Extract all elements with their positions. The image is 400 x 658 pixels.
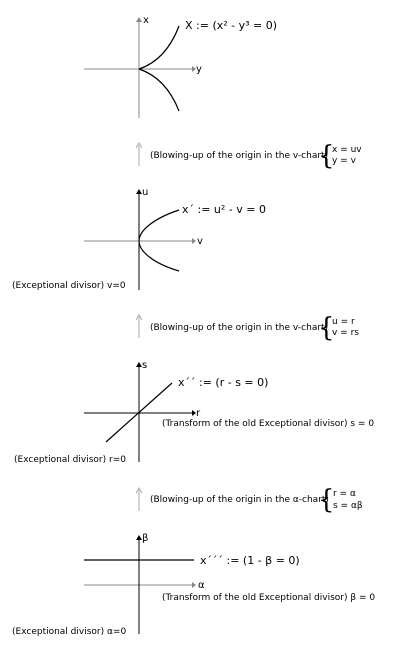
step-2-label: (Blowing-up of the origin in the v-chart… <box>150 323 328 333</box>
cusp-equation: X := (x² - y³ = 0) <box>185 19 277 32</box>
step-3-subst-1: r = α <box>333 489 356 499</box>
r-axis-label: r <box>196 408 201 419</box>
transform-note-s: (Transform of the old Exceptional diviso… <box>162 419 374 429</box>
u-axis-label: u <box>142 187 148 198</box>
step-arrow-3-head <box>135 487 143 494</box>
horizontal-equation: x´´´ := (1 - β = 0) <box>200 554 300 567</box>
step-arrow-1-head <box>135 142 143 149</box>
x-axis-label: x <box>143 15 149 26</box>
panel-cusp: x y X := (x² - y³ = 0) <box>84 15 277 118</box>
v-axis-arrowhead <box>192 238 196 244</box>
line-equation: x´´ := (r - s = 0) <box>178 376 268 389</box>
blowup-step-2: (Blowing-up of the origin in the v-chart… <box>135 313 359 343</box>
s-axis-arrowhead <box>136 362 142 367</box>
s-axis-label: s <box>142 360 147 371</box>
panel-parabola: u v x´ := u² - v = 0 (Exceptional diviso… <box>12 187 266 291</box>
step-2-brace: { <box>318 313 335 343</box>
step-3-brace: { <box>318 485 335 515</box>
parabola-equation: x´ := u² - v = 0 <box>182 203 266 216</box>
step-1-label: (Blowing-up of the origin in the v-chart… <box>150 151 328 161</box>
x-axis-arrowhead <box>136 17 142 22</box>
r-axis-arrowhead <box>192 410 196 416</box>
step-1-subst-2: y = v <box>332 156 357 166</box>
step-1-brace: { <box>318 141 335 171</box>
alpha-axis-label: α <box>198 580 205 591</box>
step-arrow-2-head <box>135 314 143 321</box>
step-3-label: (Blowing-up of the origin in the α-chart… <box>150 495 329 505</box>
beta-axis-arrowhead <box>136 535 142 540</box>
alpha-axis-arrowhead <box>192 582 196 588</box>
v-axis-label: v <box>197 236 203 247</box>
parabola-curve <box>138 209 180 272</box>
panel-line: s r x´´ := (r - s = 0) (Transform of the… <box>14 360 374 465</box>
y-axis-arrowhead <box>192 66 196 72</box>
step-3-subst-2: s = αβ <box>333 501 363 511</box>
cusp-curve-lower <box>138 68 180 112</box>
blowup-step-1: (Blowing-up of the origin in the v-chart… <box>135 141 362 171</box>
exceptional-divisor-alpha: (Exceptional divisor) α=0 <box>12 627 126 637</box>
step-1-subst-1: x = uv <box>332 145 362 155</box>
y-axis-label: y <box>196 64 202 75</box>
blowup-step-3: (Blowing-up of the origin in the α-chart… <box>135 485 363 515</box>
exceptional-divisor-r: (Exceptional divisor) r=0 <box>14 455 126 465</box>
beta-axis-label: β <box>142 533 148 544</box>
strict-transform-line <box>105 382 173 443</box>
exceptional-divisor-label: (Exceptional divisor) v=0 <box>12 281 126 291</box>
cusp-curve-upper <box>138 25 180 70</box>
step-2-subst-1: u = r <box>332 317 355 327</box>
u-axis-arrowhead <box>136 189 142 194</box>
transform-note-beta: (Transform of the old Exceptional diviso… <box>162 593 375 603</box>
panel-horizontal: β α x´´´ := (1 - β = 0) (Transform of th… <box>12 533 375 637</box>
step-2-subst-2: v = rs <box>332 328 359 338</box>
